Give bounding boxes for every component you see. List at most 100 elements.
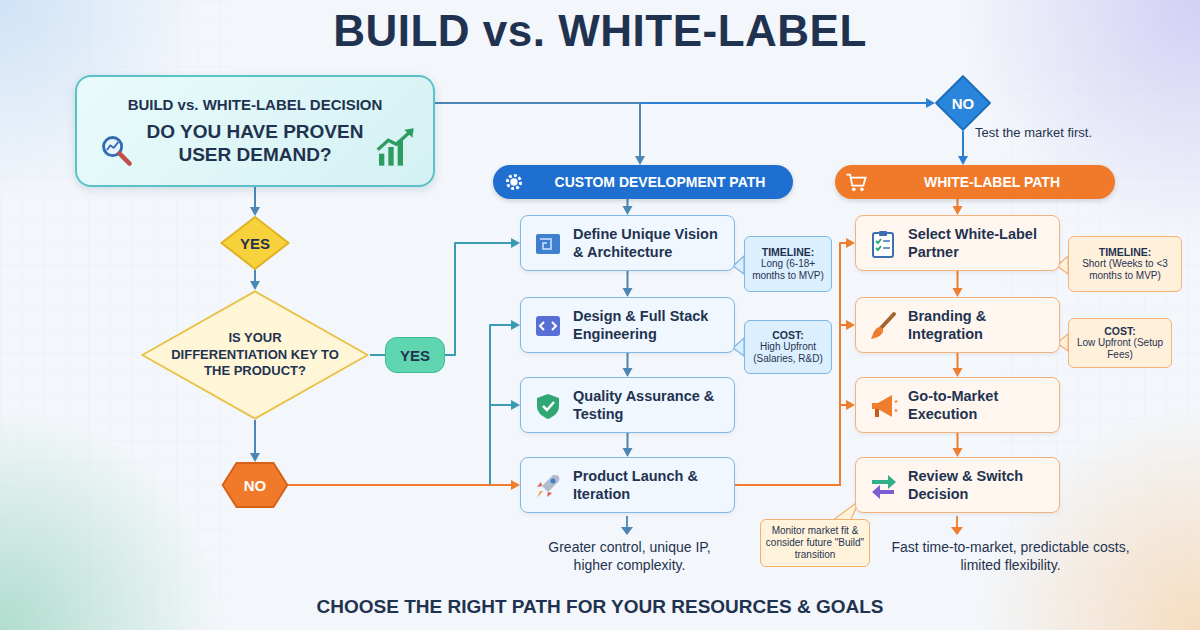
shape-fill <box>223 463 288 507</box>
clip-icon <box>868 229 898 259</box>
connector <box>623 199 633 215</box>
node-text: Low Upfront (Setup Fees) <box>1073 337 1167 361</box>
page-caption: CHOOSE THE RIGHT PATH FOR YOUR RESOURCES… <box>0 596 1200 618</box>
node-heading: COST: <box>1104 325 1136 337</box>
node-text: Review & Switch Decision <box>908 467 1053 503</box>
shape-fill <box>221 217 288 269</box>
node-text: YES <box>400 347 430 364</box>
node-heading: BUILD vs. WHITE-LABEL DECISION <box>128 96 383 113</box>
connector-line <box>288 484 514 486</box>
connector <box>953 199 963 215</box>
chart-icon <box>375 127 415 167</box>
swap-icon <box>868 471 898 501</box>
decision-diamond: NO <box>935 75 991 131</box>
gear-icon <box>503 171 525 193</box>
node-text: Go-to-Market Execution <box>908 387 1053 423</box>
node-content: NO <box>952 95 975 112</box>
connector-line <box>435 103 640 159</box>
node-content: YES <box>240 235 270 252</box>
arrow-head <box>953 288 963 297</box>
node-text: CUSTOM DEVELOPMENT PATH <box>555 174 766 190</box>
node-content: Branding & Integration <box>908 307 1053 343</box>
node-content: Monitor market fit & consider future "Bu… <box>765 525 865 561</box>
connector-line <box>254 420 256 456</box>
connector <box>953 433 963 457</box>
node-text: YES <box>240 235 270 252</box>
connector <box>445 238 520 355</box>
node-text: Define Unique Vision & Architecture <box>573 225 728 261</box>
arrow-head <box>623 206 633 215</box>
cart-icon <box>845 171 867 193</box>
process-box: Define Unique Vision & Architecture <box>520 215 735 271</box>
node-text: IS YOUR DIFFERENTIATION KEY TO THE PRODU… <box>171 330 339 381</box>
connector <box>735 320 855 485</box>
arrow-head <box>953 368 963 377</box>
node-text: Quality Assurance & Testing <box>573 387 728 423</box>
connector <box>250 420 260 462</box>
node-content: TIMELINE:Short (Weeks to <3 months to MV… <box>1073 246 1177 282</box>
node-text: NO <box>952 95 975 112</box>
connector <box>735 400 855 485</box>
path-banner: CUSTOM DEVELOPMENT PATH <box>493 165 793 199</box>
connector-line <box>962 131 964 159</box>
node-content: YES <box>400 347 430 364</box>
question-box: BUILD vs. WHITE-LABEL DECISIONDO YOU HAV… <box>75 75 435 187</box>
path-banner: WHITE-LABEL PATH <box>835 165 1115 199</box>
shield-icon <box>533 391 563 421</box>
decision-hexagon: NO <box>222 462 288 508</box>
node-text: WHITE-LABEL PATH <box>924 174 1060 190</box>
callout-box: TIMELINE:Short (Weeks to <3 months to MV… <box>1068 236 1182 292</box>
node-text: Select White-Label Partner <box>908 225 1053 261</box>
rocket-icon <box>533 471 563 501</box>
connector <box>958 131 968 165</box>
node-content: Product Launch & Iteration <box>573 467 728 503</box>
arrow-head <box>846 238 855 248</box>
node-content: IS YOUR DIFFERENTIATION KEY TO THE PRODU… <box>171 330 339 381</box>
process-box: Go-to-Market Execution <box>855 377 1060 433</box>
answer-pill: YES <box>385 337 445 373</box>
connector-line <box>735 405 849 485</box>
node-content: NO <box>244 477 267 494</box>
arrow-head <box>623 288 633 297</box>
node-content: Go-to-Market Execution <box>908 387 1053 423</box>
arrow-head <box>511 238 520 248</box>
arrow-head <box>926 98 935 108</box>
callout-box: COST:Low Upfront (Setup Fees) <box>1068 318 1172 368</box>
note-label: Greater control, unique IP, higher compl… <box>527 538 732 574</box>
connector <box>288 400 520 485</box>
note-label: Test the market first. <box>975 125 1145 140</box>
connector <box>435 103 645 165</box>
node-text: High Upfront (Salaries, R&D) <box>749 341 827 365</box>
blueprint-icon <box>533 229 563 259</box>
process-box: Design & Full Stack Engineering <box>520 297 735 353</box>
connector <box>623 271 633 297</box>
code-icon <box>533 311 563 341</box>
decision-diamond: IS YOUR DIFFERENTIATION KEY TO THE PRODU… <box>140 290 370 420</box>
connector <box>623 433 633 457</box>
callout-box: COST:High Upfront (Salaries, R&D) <box>744 320 832 374</box>
node-heading: TIMELINE: <box>762 246 815 258</box>
connector-line <box>445 243 514 355</box>
connector <box>735 238 855 485</box>
process-box: Product Launch & Iteration <box>520 457 735 513</box>
node-content: CUSTOM DEVELOPMENT PATH <box>555 174 766 190</box>
callout-tails <box>733 256 1068 521</box>
arrow-head <box>250 281 260 290</box>
arrow-head <box>511 480 520 490</box>
node-content: Select White-Label Partner <box>908 225 1053 261</box>
node-text: Product Launch & Iteration <box>573 467 728 503</box>
connector-line <box>288 405 514 485</box>
node-text: Branding & Integration <box>908 307 1053 343</box>
callout-box: TIMELINE:Long (6-18+ months to MVP) <box>744 236 832 292</box>
node-text: Monitor market fit & consider future "Bu… <box>765 525 865 561</box>
node-content: COST:Low Upfront (Setup Fees) <box>1073 325 1167 361</box>
connector-line <box>254 187 256 210</box>
callout-box: Monitor market fit & consider future "Bu… <box>760 519 870 567</box>
node-content: WHITE-LABEL PATH <box>924 174 1060 190</box>
arrow-head <box>846 320 855 330</box>
node-content: Define Unique Vision & Architecture <box>573 225 728 261</box>
connector <box>953 353 963 377</box>
node-content: TIMELINE:Long (6-18+ months to MVP) <box>749 246 827 282</box>
node-content: Quality Assurance & Testing <box>573 387 728 423</box>
node-text: Design & Full Stack Engineering <box>573 307 728 343</box>
